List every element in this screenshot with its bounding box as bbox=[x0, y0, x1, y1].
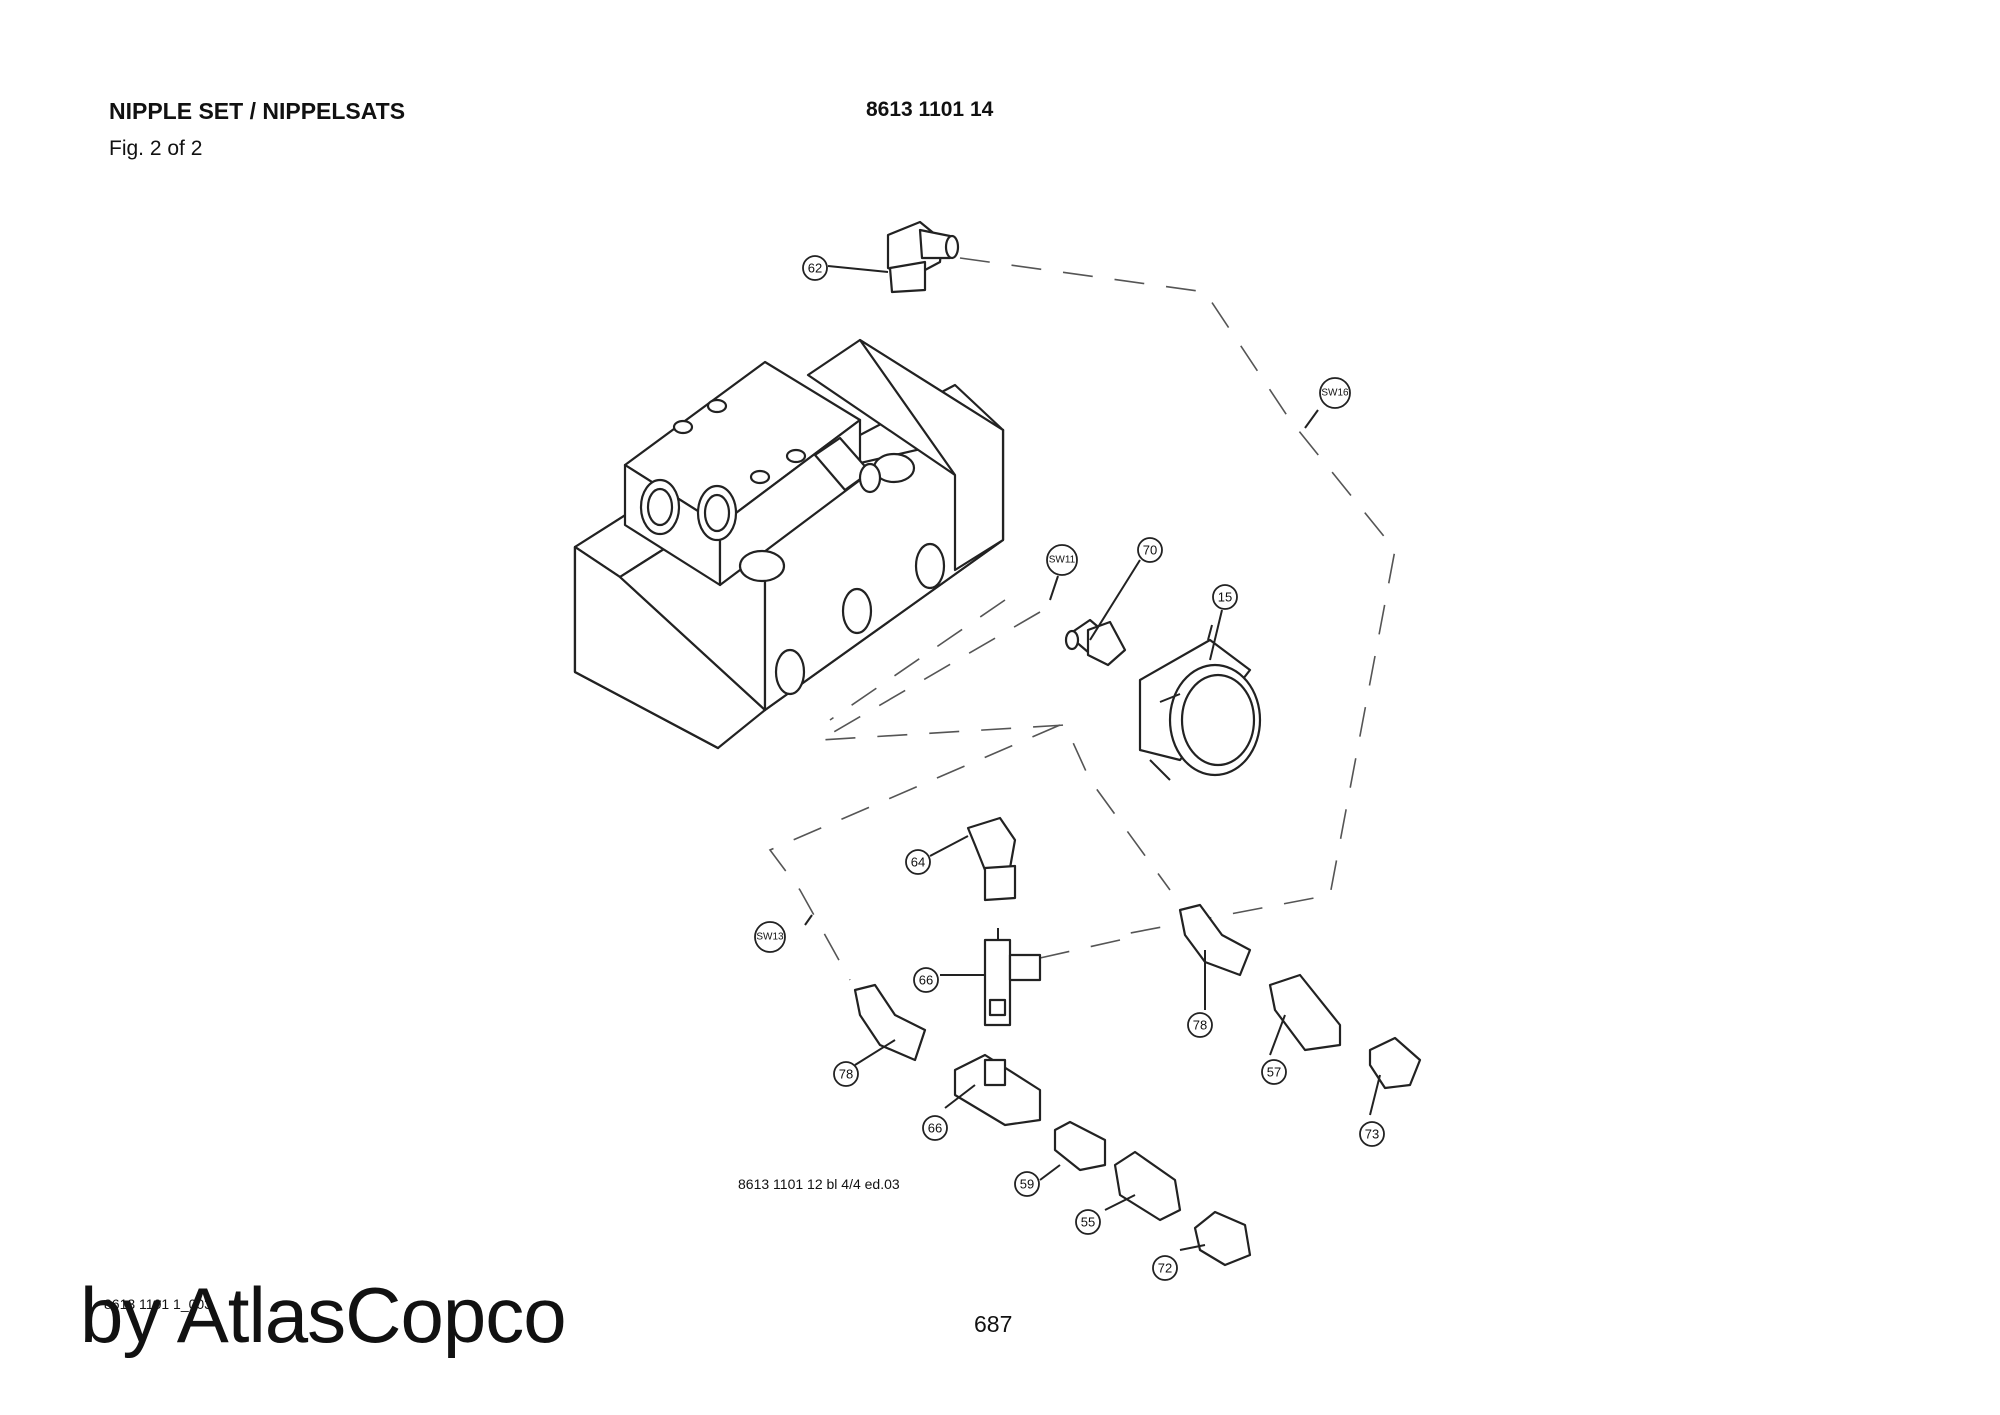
svg-text:15: 15 bbox=[1218, 590, 1232, 605]
callout-15: 15 bbox=[1212, 584, 1238, 610]
svg-text:57: 57 bbox=[1267, 1065, 1281, 1080]
watermark: by AtlasCopco bbox=[80, 1271, 567, 1359]
svg-text:73: 73 bbox=[1365, 1127, 1379, 1142]
callout-64: 64 bbox=[905, 849, 931, 875]
callout-66-upper: 66 bbox=[913, 967, 939, 993]
callout-78-left: 78 bbox=[833, 1061, 859, 1087]
leader-lines bbox=[804, 265, 1381, 1251]
svg-text:SW13: SW13 bbox=[756, 932, 784, 943]
part-15-pressure-gauge bbox=[1138, 624, 1262, 781]
svg-text:78: 78 bbox=[839, 1067, 853, 1082]
drawing-reference: 8613 1101 12 bl 4/4 ed.03 bbox=[738, 1176, 900, 1192]
callout-sw11: SW11 bbox=[1046, 544, 1078, 576]
svg-text:70: 70 bbox=[1143, 543, 1157, 558]
small-reference: 8613 1101 1_003 bbox=[104, 1296, 212, 1312]
page-number: 687 bbox=[974, 1311, 1013, 1337]
figure-title: NIPPLE SET / NIPPELSATS bbox=[109, 98, 406, 124]
svg-text:59: 59 bbox=[1020, 1177, 1034, 1192]
callout-sw16: SW16 bbox=[1319, 377, 1351, 409]
part-66-tee-lower bbox=[953, 1053, 1042, 1127]
figure-number: Fig. 2 of 2 bbox=[109, 137, 203, 160]
part-78-elbow-left bbox=[853, 983, 927, 1062]
part-59-nipple bbox=[1053, 1120, 1107, 1172]
valve-block bbox=[573, 338, 1005, 750]
dashed-assembly-lines bbox=[768, 257, 1396, 981]
svg-text:66: 66 bbox=[919, 973, 933, 988]
part-62-elbow-fitting bbox=[886, 220, 960, 294]
callout-59: 59 bbox=[1014, 1171, 1040, 1197]
svg-text:62: 62 bbox=[808, 261, 822, 276]
callout-66-lower: 66 bbox=[922, 1115, 948, 1141]
callout-78-right: 78 bbox=[1187, 1012, 1213, 1038]
callout-72: 72 bbox=[1152, 1255, 1178, 1281]
svg-text:SW11: SW11 bbox=[1049, 555, 1076, 566]
svg-text:78: 78 bbox=[1193, 1018, 1207, 1033]
part-66-tee-upper bbox=[983, 928, 1042, 1027]
svg-text:55: 55 bbox=[1081, 1215, 1095, 1230]
part-70-nipple bbox=[1064, 618, 1127, 667]
callout-sw13: SW13 bbox=[754, 921, 786, 953]
svg-text:66: 66 bbox=[928, 1121, 942, 1136]
callout-73: 73 bbox=[1359, 1121, 1385, 1147]
part-number: 8613 1101 14 bbox=[866, 98, 994, 121]
part-57-nipple bbox=[1268, 973, 1342, 1052]
part-64-elbow bbox=[966, 816, 1017, 902]
svg-text:SW16: SW16 bbox=[1321, 388, 1349, 399]
callout-55: 55 bbox=[1075, 1209, 1101, 1235]
svg-text:72: 72 bbox=[1158, 1261, 1172, 1276]
part-73-cap bbox=[1368, 1036, 1422, 1090]
part-55-connector bbox=[1113, 1150, 1182, 1222]
part-72-cap bbox=[1193, 1210, 1252, 1267]
callout-57: 57 bbox=[1261, 1059, 1287, 1085]
callout-62: 62 bbox=[802, 255, 828, 281]
part-78-elbow-right bbox=[1178, 903, 1252, 977]
callout-70: 70 bbox=[1137, 537, 1163, 563]
svg-text:64: 64 bbox=[911, 855, 925, 870]
